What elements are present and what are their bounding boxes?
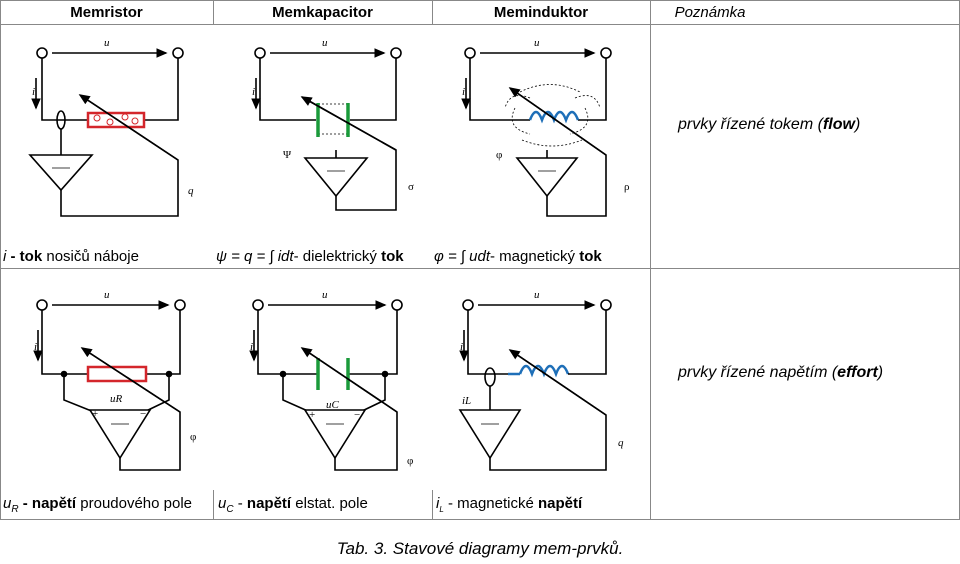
meminductor-i-label: i (462, 86, 465, 98)
memcapacitor-sigma-label: σ (408, 181, 414, 193)
table-caption: Tab. 3. Stavové diagramy mem-prvků. (336, 539, 624, 558)
row2-note: prvky řízené napětím (effort) (678, 364, 883, 382)
desc-uC-rest: - (233, 495, 247, 512)
desc-uR-label: u (3, 495, 12, 512)
memcapacitor-i-label: i (252, 86, 255, 98)
desc-iL-rest: - magnetické (443, 495, 539, 512)
memcapacitor2-i-label: i (250, 341, 253, 353)
memcapacitor-flow-circuit (251, 47, 402, 211)
desc-iL-sub: L (439, 505, 444, 514)
memristor-q-label: q (188, 185, 194, 197)
memristor2-phi-label: φ (190, 431, 196, 443)
desc-uR-sub: R (11, 504, 19, 515)
desc-iL-bold: napětí (538, 495, 583, 512)
memcapacitor2-u-label: u (322, 289, 328, 301)
memcapacitor-u-label: u (322, 37, 328, 49)
row1-note-prefix: prvky řízené tokem ( (678, 116, 823, 133)
memristor2-plus: + (92, 408, 98, 420)
desc-psi-formula: ψ = q = ∫ idt (216, 248, 294, 265)
memcapacitor2-minus: − (354, 409, 360, 421)
desc-phi-bold: tok (579, 248, 602, 265)
inductor-coil (528, 110, 580, 124)
desc-uR-rest: proudového pole (76, 495, 193, 512)
desc-uR-bold: - napětí (18, 495, 77, 512)
memristor2-u-label: u (104, 289, 110, 301)
row1-diagrams: u i q u i Ψ σ (28, 37, 630, 217)
memristor2-i-label: i (34, 341, 37, 353)
memcapacitor2-plus: + (309, 409, 315, 421)
desc-iL-label: i (436, 495, 440, 512)
meminductor2-u-label: u (534, 289, 540, 301)
inductor2-coil (518, 364, 570, 378)
row2-note-prefix: prvky řízené napětím ( (678, 364, 838, 381)
row2-desc-uR: uR - napětí proudového pole (3, 495, 192, 515)
memristor2-minus: − (140, 408, 146, 420)
memristor-resistor (86, 111, 146, 129)
header-memkapacitor: Memkapacitor (272, 4, 373, 21)
header-meminduktor: Meminduktor (493, 4, 589, 21)
row2-note-bold: effort (837, 364, 878, 381)
memcapacitor-psi-label: Ψ (283, 149, 292, 161)
memcapacitor2-uC-label: uC (326, 399, 340, 411)
desc-psi-bold: tok (381, 248, 404, 265)
row2-diagrams: u i uR + − φ u i uC + − φ (33, 289, 624, 471)
memristor-i-label: i (32, 86, 35, 98)
meminductor-effort-circuit (458, 299, 612, 471)
meminductor-rho-label: ρ (624, 181, 630, 193)
header-poznamka: Poznámka (674, 4, 746, 21)
desc-phi-formula: φ = ∫ udt (434, 248, 491, 265)
desc-i-label: i (3, 248, 7, 265)
row1-desc-i: i - tok nosičů náboje (3, 248, 139, 265)
row2-desc-uC: uC - napětí elstat. pole (218, 495, 368, 515)
row1-desc-psi: ψ = q = ∫ idt- dielektrický tok (216, 248, 404, 265)
desc-uC-sub: C (226, 504, 234, 515)
memristor2-uR-label: uR (110, 393, 123, 405)
memristor-u-label: u (104, 37, 110, 49)
charge-carriers (93, 113, 139, 126)
desc-uC-bold: napětí (246, 495, 292, 512)
row2-note-suffix: ) (877, 364, 884, 381)
desc-i-rest: nosičů náboje (42, 248, 139, 265)
row1-desc-phi: φ = ∫ udt- magnetický tok (434, 248, 602, 265)
meminductor-u-label: u (534, 37, 540, 49)
desc-i-bold: - tok (6, 248, 43, 265)
row2-desc-iL: iL - magnetické napětí (436, 495, 582, 514)
desc-uC-label: u (218, 495, 227, 512)
desc-uC-rest2: elstat. pole (291, 495, 368, 512)
memristor-flow-circuit (28, 47, 184, 217)
desc-phi-rest: - magnetický (490, 248, 580, 265)
row1-note: prvky řízené tokem (flow) (678, 116, 860, 134)
memristor-resistor-2 (86, 365, 148, 383)
memristor-effort-circuit (33, 299, 186, 471)
meminductor-phi-label: φ (496, 149, 502, 161)
memcapacitor-effort-circuit (249, 299, 403, 471)
meminductor2-iL-label: iL (462, 395, 471, 407)
memcapacitor2-phi-label: φ (407, 455, 413, 467)
meminductor-flow-circuit (461, 47, 612, 217)
meminductor2-i-label: i (460, 341, 463, 353)
desc-psi-rest: - dielektrický (293, 248, 382, 265)
header-memristor: Memristor (70, 4, 143, 21)
row1-note-bold: flow (822, 116, 855, 133)
row1-note-suffix: ) (854, 116, 861, 133)
meminductor2-q-label: q (618, 437, 624, 449)
